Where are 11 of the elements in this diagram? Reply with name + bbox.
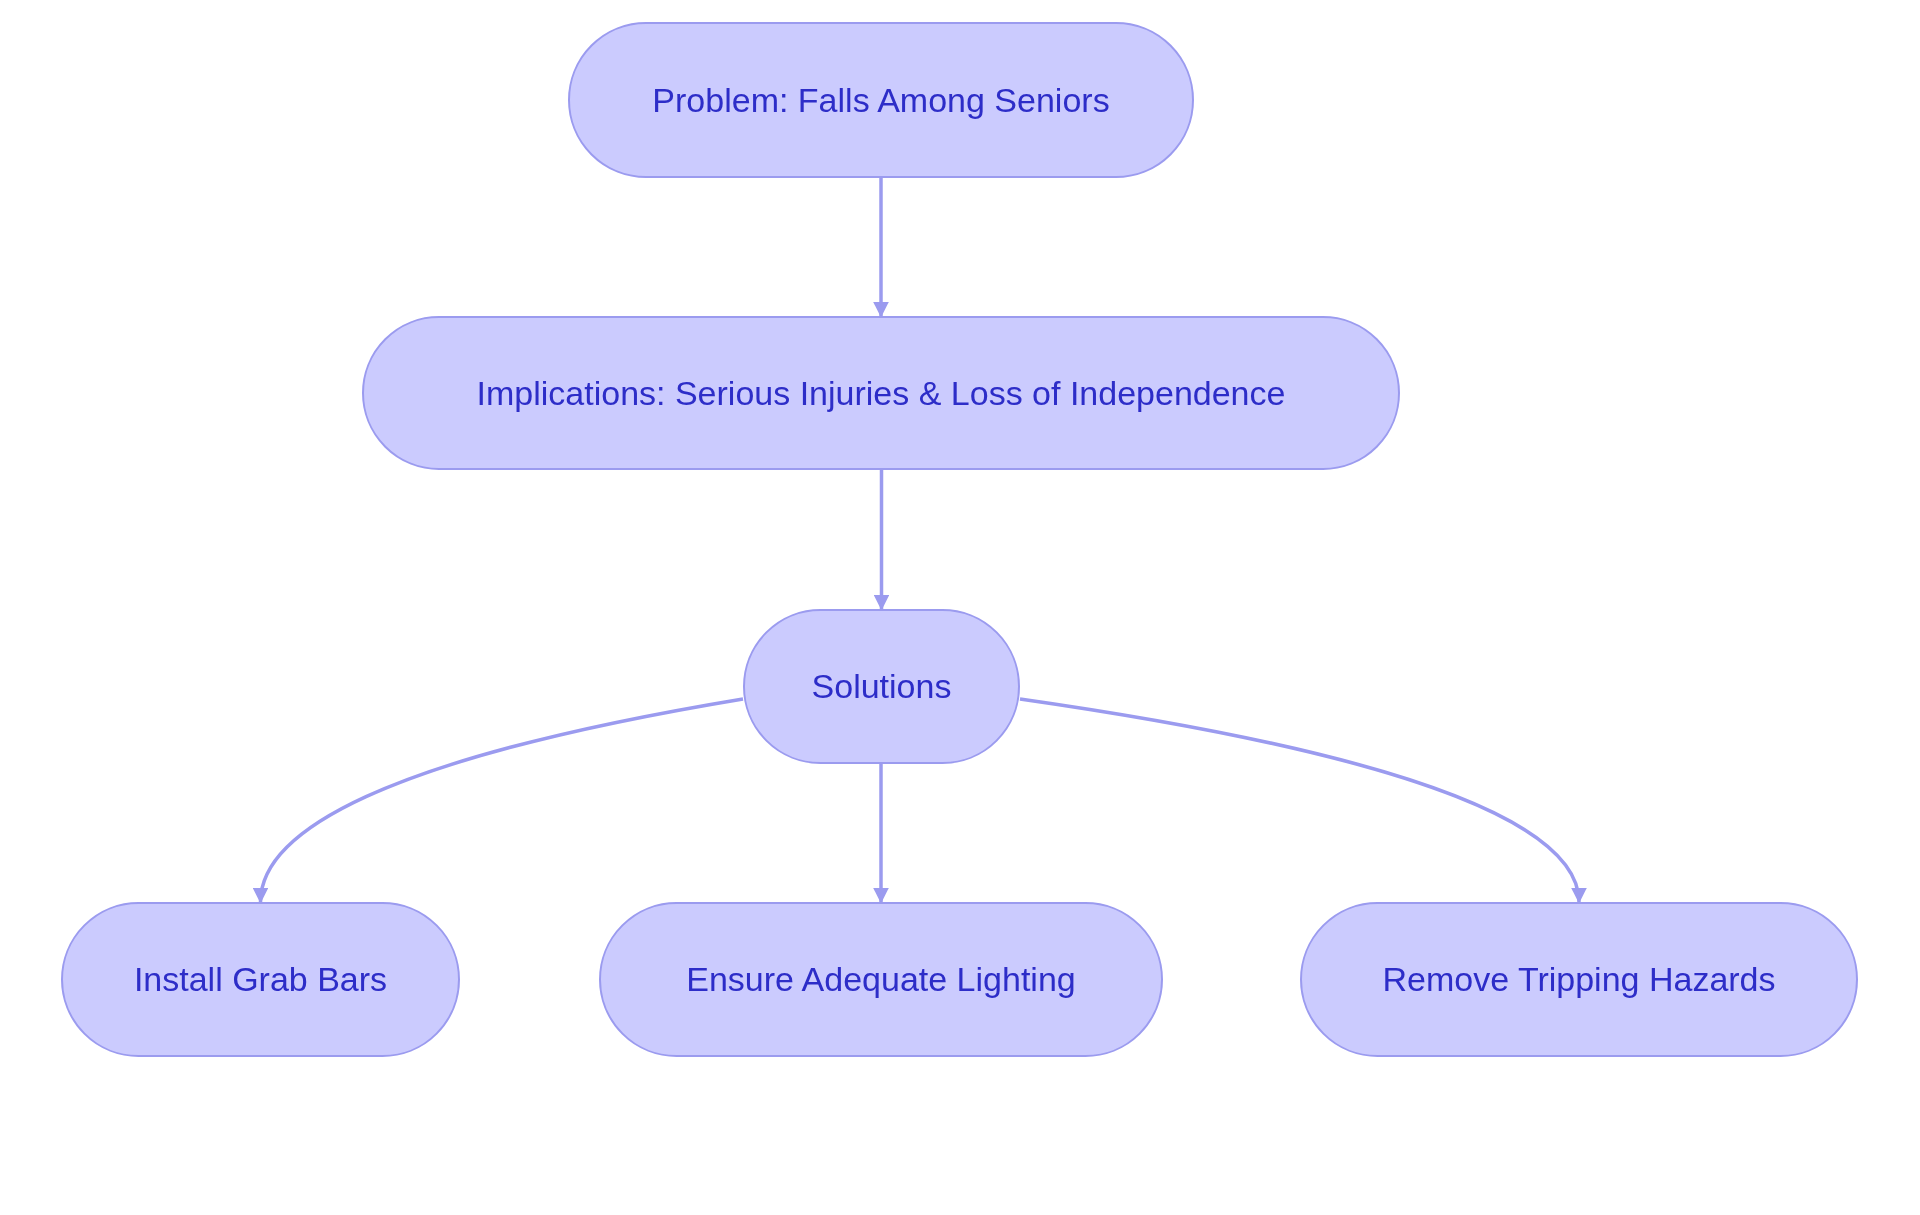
arrow [873, 470, 890, 611]
arrow [1019, 697, 1585, 904]
node-label: Install Grab Bars [133, 959, 388, 1000]
arrow [873, 178, 889, 318]
node-label: Ensure Adequate Lighting [686, 959, 1076, 1000]
arrow [873, 764, 889, 904]
arrow [254, 697, 744, 904]
node-label: Solutions [811, 666, 952, 707]
node-label: Remove Tripping Hazards [1382, 959, 1776, 1000]
node-label: Problem: Falls Among Seniors [652, 79, 1110, 121]
node-label: Implications: Serious Injuries & Loss of Independence [476, 372, 1286, 414]
